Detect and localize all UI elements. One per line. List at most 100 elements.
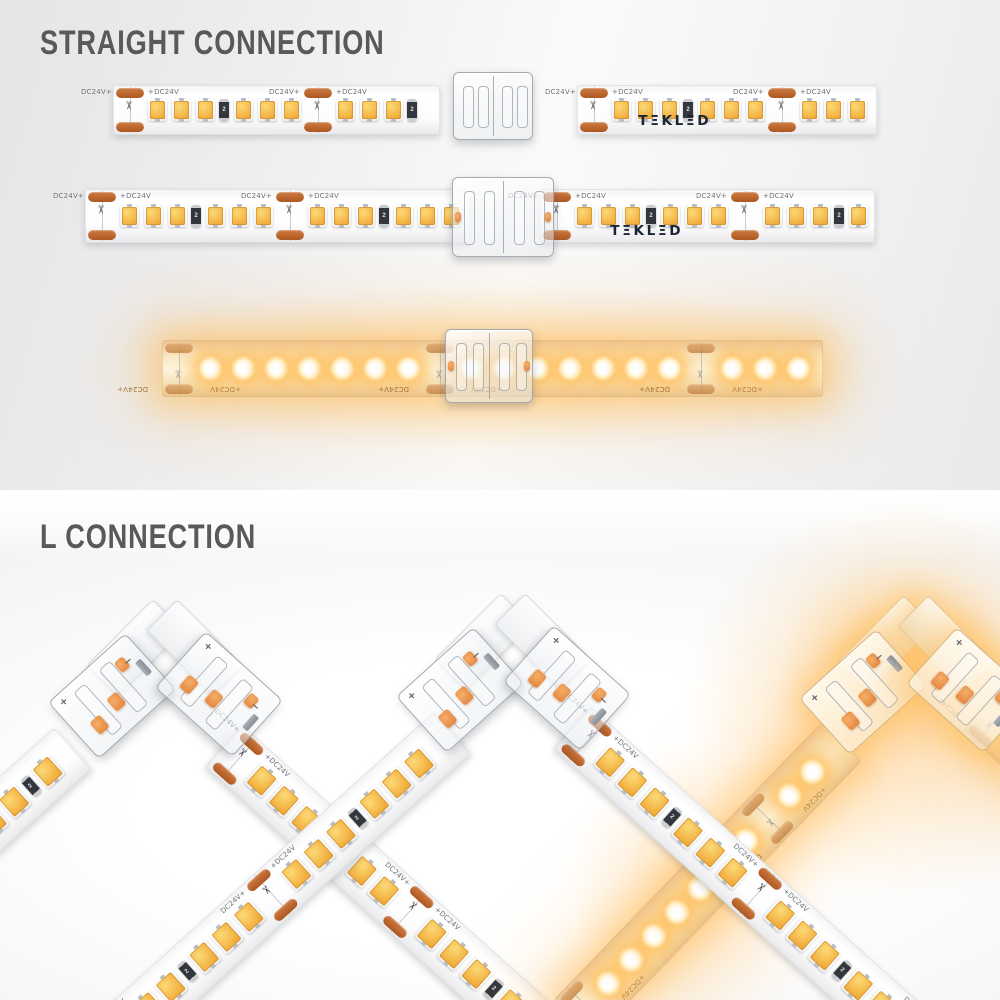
copper-pad (304, 88, 332, 98)
led-solder-tab (338, 204, 344, 207)
led-chip-window (825, 101, 841, 119)
led-chip-window (169, 207, 185, 225)
led-chip (745, 98, 765, 122)
led-solder-tab (362, 204, 368, 207)
cut-line (440, 342, 441, 395)
cut-line (290, 191, 291, 241)
led-chip (257, 98, 277, 122)
led-chip (253, 204, 273, 228)
led-chip-window (283, 101, 299, 119)
resistor-component: 2 (379, 205, 389, 227)
lit-led-chip (231, 356, 256, 381)
led-solder-tab (288, 119, 294, 122)
led-solder-tab (691, 204, 697, 207)
led-chip-window (207, 207, 223, 225)
led-chip-window (149, 101, 165, 119)
resistor-code: 2 (354, 815, 361, 822)
led-solder-tab (174, 204, 180, 207)
strip-voltage-label: +DC24V (800, 88, 832, 96)
led-chip (697, 98, 717, 122)
scissors-icon: ✂ (282, 204, 296, 215)
cut-line (557, 191, 558, 241)
scissors-icon: ✂ (586, 100, 600, 111)
led-solder-tab (854, 119, 860, 122)
led-solder-tab (752, 119, 758, 122)
scissors-icon: ✂ (310, 100, 324, 111)
scissors-icon: ✂ (432, 369, 446, 380)
led-chip (233, 98, 253, 122)
led-solder-tab (715, 225, 721, 228)
led-chip-window (801, 101, 817, 119)
led-solder-tab (605, 204, 611, 207)
connector-midline (502, 181, 504, 253)
led-solder-tab (448, 225, 454, 228)
scissors-icon: ✂ (774, 100, 788, 111)
resistor-component: 2 (407, 99, 417, 121)
lit-led-chip (657, 356, 682, 381)
led-chip (611, 98, 631, 122)
led-solder-tab (178, 119, 184, 122)
led-chip (229, 204, 249, 228)
led-solder-tab (178, 98, 184, 101)
resistor-code: 2 (668, 813, 675, 821)
led-solder-tab (260, 225, 266, 228)
led-solder-tab (642, 119, 648, 122)
led-solder-tab (342, 119, 348, 122)
connector-metal-clip (589, 707, 608, 726)
led-chip (119, 204, 139, 228)
copper-pad (304, 122, 332, 132)
led-solder-tab (236, 204, 242, 207)
resistor-code: 2 (490, 985, 497, 993)
connector-slot (502, 86, 514, 128)
lit-led-chip (612, 941, 650, 979)
led-chip-window (235, 101, 251, 119)
connector-slot (464, 191, 475, 245)
lit-led-chip (793, 753, 831, 791)
strip-voltage-label: +DC24V (209, 385, 241, 393)
led-solder-tab (605, 225, 611, 228)
led-solder-tab (728, 98, 734, 101)
led-chip (622, 204, 642, 228)
scissors-icon: ✂ (94, 204, 108, 215)
led-solder-tab (338, 225, 344, 228)
copper-pad (580, 122, 608, 132)
led-chip (359, 98, 379, 122)
strip-voltage-label: +DC24V (120, 192, 152, 200)
led-solder-tab (362, 225, 368, 228)
led-chip (848, 204, 868, 228)
copper-pad (731, 230, 759, 240)
led-chip (195, 98, 215, 122)
led-solder-tab (793, 225, 799, 228)
led-solder-tab (424, 204, 430, 207)
strip-voltage-label: +DC24V (763, 192, 795, 200)
copper-pad (687, 343, 715, 353)
connector-contact (455, 212, 461, 222)
connector-midline (488, 333, 490, 399)
led-solder-tab (150, 204, 156, 207)
led-solder-tab (728, 119, 734, 122)
led-chip (847, 98, 867, 122)
lit-led-chip (658, 893, 696, 931)
led-solder-tab (855, 204, 861, 207)
led-solder-tab (817, 225, 823, 228)
copper-pad (731, 192, 759, 202)
led-chip (171, 98, 191, 122)
connector-metal-clip (241, 713, 260, 732)
led-chip-window (686, 207, 702, 225)
strip-connector-straight (453, 72, 533, 140)
led-solder-tab (618, 98, 624, 101)
led-chip-window (576, 207, 592, 225)
led-solder-tab (154, 119, 160, 122)
lit-led-chip (198, 356, 223, 381)
led-solder-tab (854, 98, 860, 101)
led-solder-tab (126, 225, 132, 228)
connector-slot (517, 86, 529, 128)
connector-metal-clip (885, 654, 904, 673)
strip-voltage-label: +DC24V (308, 192, 340, 200)
brand-logo: TΞKLΞD (610, 224, 684, 239)
strip-voltage-label: DC24V+ (80, 88, 112, 96)
led-chip-window (747, 101, 763, 119)
